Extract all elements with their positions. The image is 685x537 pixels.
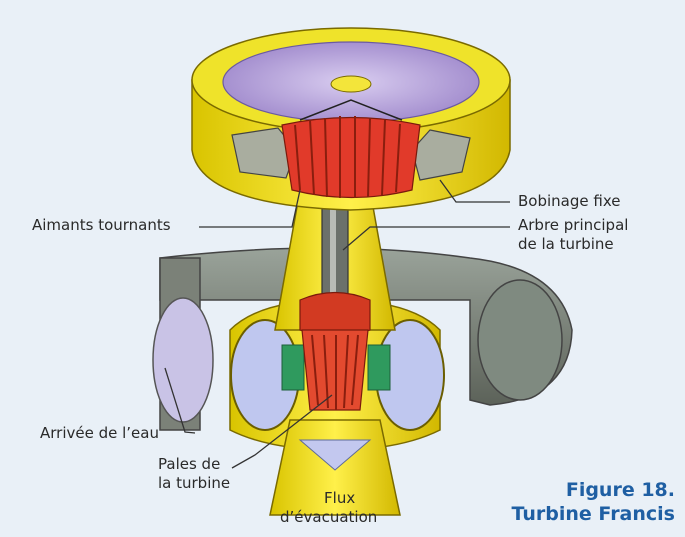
- label-arrivee-eau: Arrivée de l’eau: [40, 424, 159, 443]
- label-pales-turbine: Pales de la turbine: [158, 455, 230, 493]
- figure-number: Figure 18.: [512, 478, 675, 502]
- wicket-gate-left: [282, 345, 304, 390]
- label-flux-line1: Flux: [302, 489, 377, 508]
- label-arbre-line2: de la turbine: [518, 235, 628, 254]
- figure-title: Turbine Francis: [512, 502, 675, 526]
- label-aimants-tournants: Aimants tournants: [32, 216, 171, 235]
- label-pales-line2: la turbine: [158, 474, 230, 493]
- label-flux-line2: d’évacuation: [280, 508, 377, 527]
- label-pales-line1: Pales de: [158, 455, 230, 474]
- label-flux-evacuation: Flux d’évacuation: [302, 489, 377, 527]
- figure-caption: Figure 18. Turbine Francis: [512, 478, 675, 526]
- label-arbre-line1: Arbre principal: [518, 216, 628, 235]
- generator: [192, 28, 510, 210]
- turbine-runner: [300, 293, 370, 411]
- label-bobinage-fixe: Bobinage fixe: [518, 192, 620, 211]
- label-arbre-principal: Arbre principal de la turbine: [518, 216, 628, 254]
- wicket-gate-right: [368, 345, 390, 390]
